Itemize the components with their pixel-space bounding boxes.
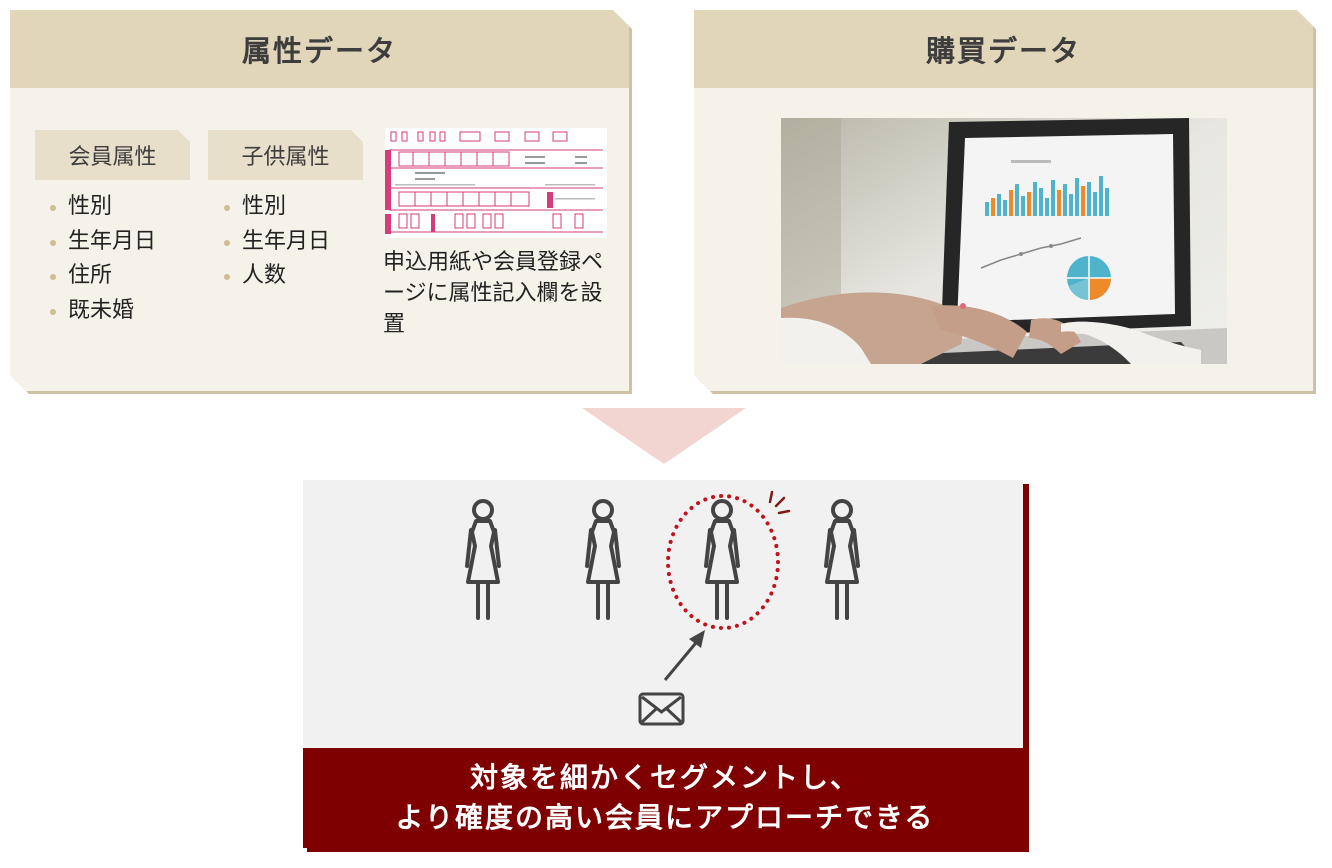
- application-form-image: [385, 128, 607, 238]
- list-item: 性別: [46, 190, 156, 225]
- member-attribute-tag: 会員属性: [35, 130, 190, 180]
- list-item: 生年月日: [46, 225, 156, 260]
- list-item: 住所: [46, 259, 156, 294]
- target-illustration: [465, 490, 860, 726]
- form-description: 申込用紙や会員登録ページに属性記入欄を設置: [383, 250, 604, 337]
- arrow-icon: [663, 630, 705, 681]
- target-highlight-circle: [666, 494, 780, 630]
- member-attribute-list: 性別 生年月日 住所 既未婚: [46, 190, 156, 328]
- laptop-analytics-photo: [781, 118, 1227, 364]
- list-item: 既未婚: [46, 294, 156, 329]
- result-message-bar: 対象を細かくセグメントし、 より確度の高い会員にアプローチできる: [303, 748, 1027, 848]
- purchase-data-panel: 購買データ: [694, 10, 1316, 394]
- attribute-data-title: 属性データ: [10, 10, 629, 88]
- down-arrow-icon: [582, 408, 746, 464]
- result-line-2: より確度の高い会員にアプローチできる: [395, 801, 935, 834]
- sparkle-icon: [768, 490, 791, 515]
- woman-figure-icon: [585, 499, 621, 620]
- attribute-data-panel: 属性データ 会員属性 性別 生年月日 住所 既未婚 子供属性 性別 生年月日 人…: [10, 10, 632, 394]
- line-chart-graphic: [981, 238, 1081, 268]
- list-item: 人数: [220, 259, 330, 294]
- child-attribute-tag: 子供属性: [208, 130, 363, 180]
- list-item: 性別: [220, 190, 330, 225]
- woman-figure-icon: [824, 499, 860, 620]
- woman-figure-icon: [704, 499, 740, 620]
- child-attribute-list: 性別 生年月日 人数: [220, 190, 330, 294]
- list-item: 生年月日: [220, 225, 330, 260]
- result-line-1: 対象を細かくセグメントし、: [469, 761, 860, 794]
- pie-chart-graphic: [1067, 256, 1111, 300]
- envelope-icon: [638, 692, 685, 726]
- purchase-data-title: 購買データ: [694, 10, 1313, 88]
- bar-chart-graphic: [985, 176, 1109, 216]
- woman-figure-icon: [465, 499, 501, 620]
